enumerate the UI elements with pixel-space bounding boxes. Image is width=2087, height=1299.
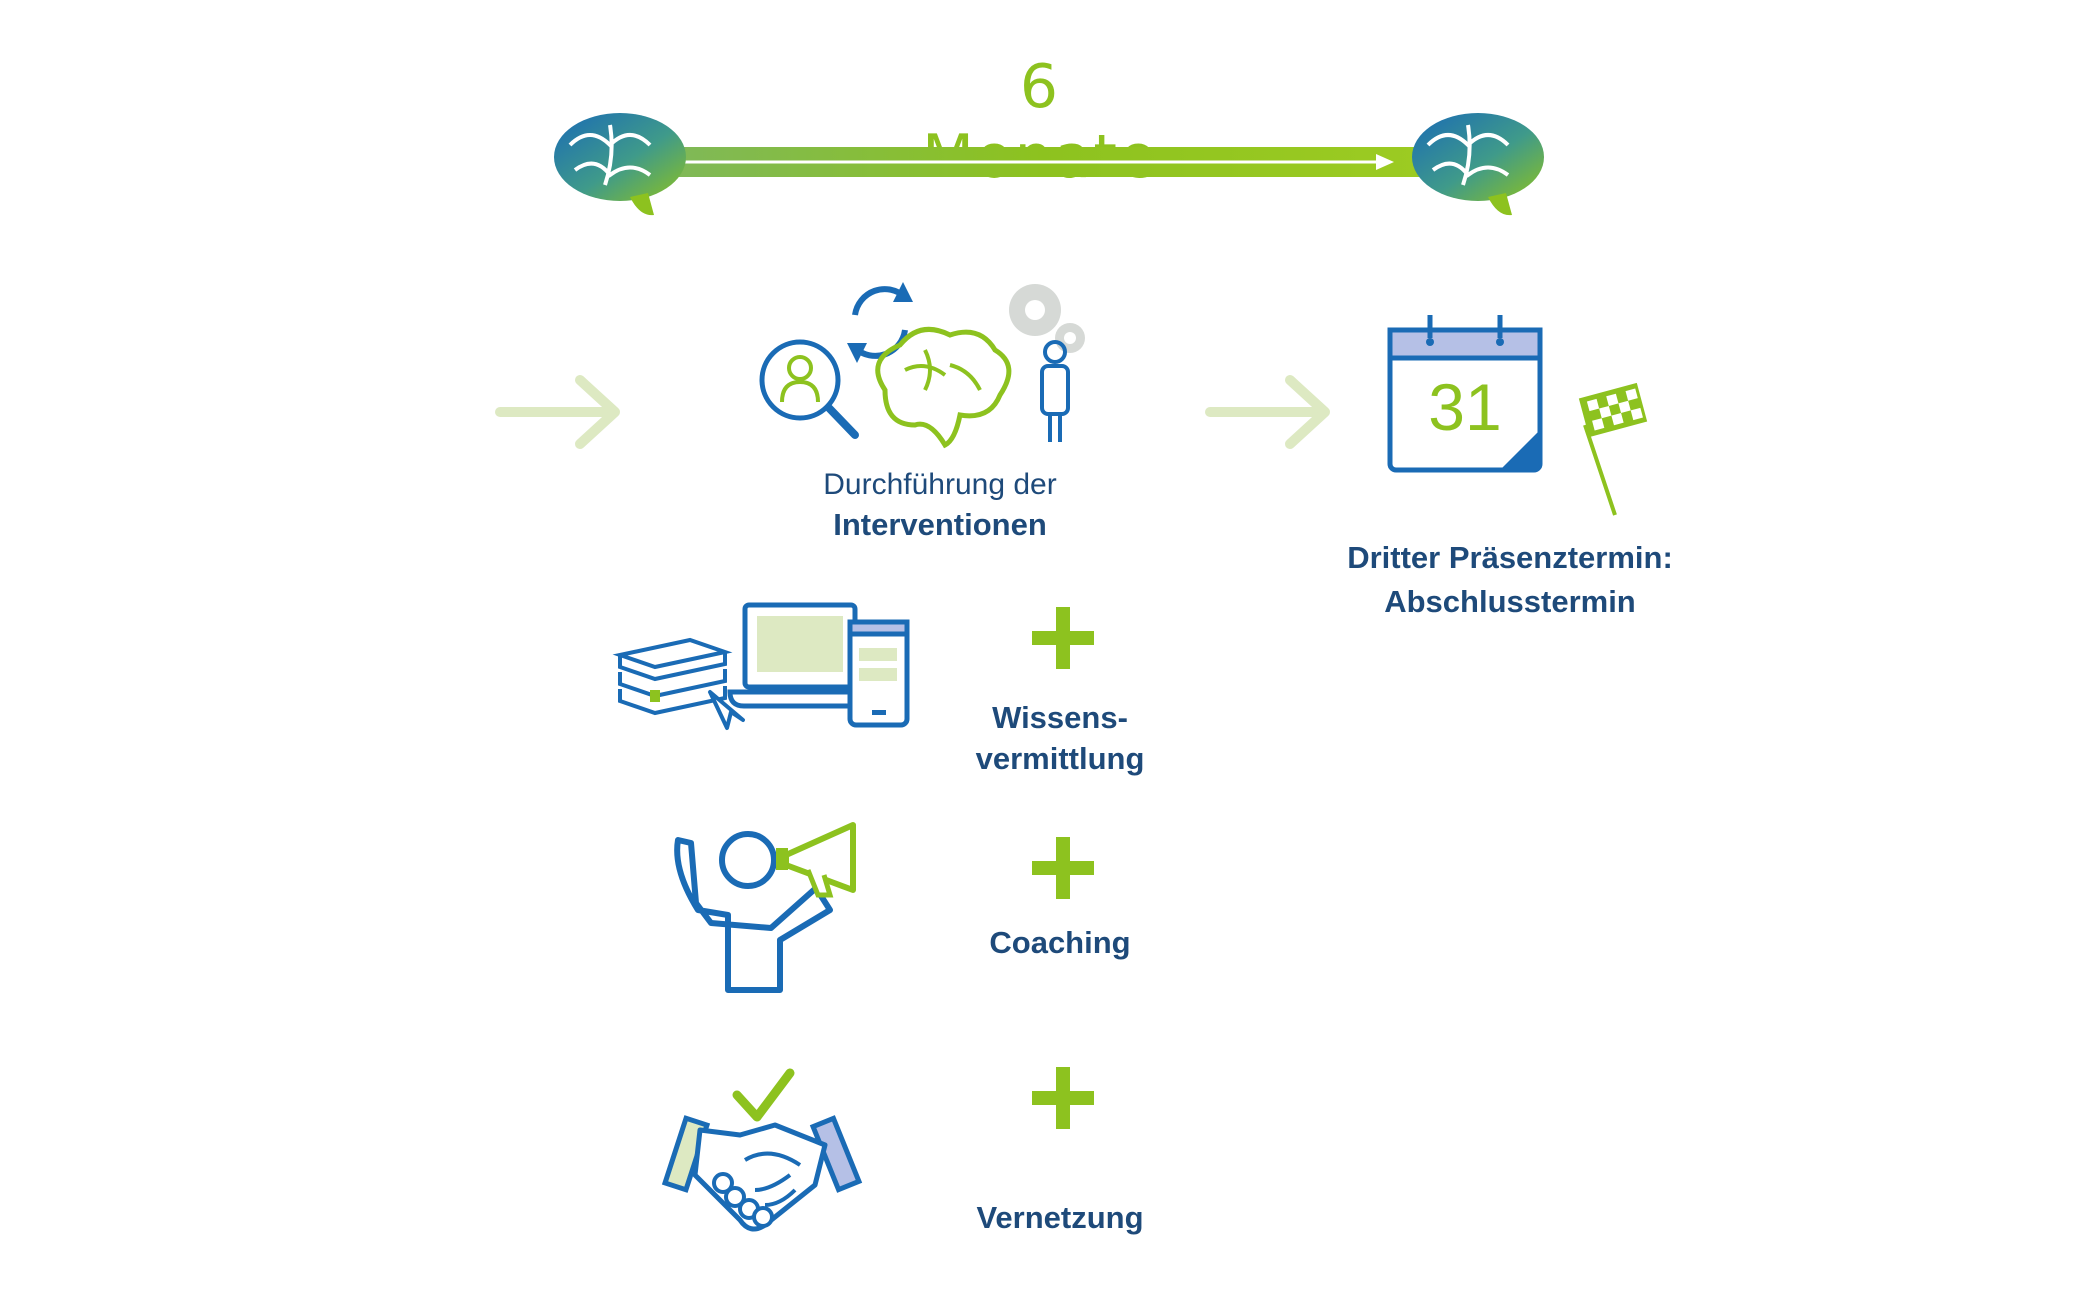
step-label-line1: Durchführung der <box>823 468 1057 501</box>
plus-icon <box>1032 607 1094 669</box>
component-label-3: Vernetzung <box>976 1200 1144 1235</box>
checkered-flag-icon <box>1578 382 1648 516</box>
brain-start-icon <box>554 113 686 216</box>
handshake-icon <box>661 1068 863 1232</box>
final-label-line2: Abschlusstermin <box>1384 584 1636 619</box>
final-label-line1: Dritter Präsenztermin: <box>1347 540 1673 575</box>
faded-arrow-right-icon <box>1205 375 1330 449</box>
plus-icon <box>1032 1067 1094 1129</box>
component-label-2: Coaching <box>989 925 1131 960</box>
calendar-day: 31 <box>1428 370 1501 444</box>
books-icon <box>612 637 733 716</box>
megaphone-icon <box>776 822 856 898</box>
intervention-icons <box>759 282 1085 449</box>
component-label-1b: vermittlung <box>975 741 1145 776</box>
gears-icon <box>1009 284 1085 353</box>
faded-arrow-left-icon <box>495 375 620 449</box>
megaphone-person-icon <box>674 822 856 993</box>
step-label-line2: Interventionen <box>833 507 1047 542</box>
standing-person-icon <box>1040 340 1070 442</box>
books-devices-icon <box>612 602 910 730</box>
cursor-icon <box>708 690 745 730</box>
timeline-bar <box>554 113 1544 216</box>
calendar-icon: 31 <box>1387 315 1648 516</box>
plus-icon <box>1032 837 1094 899</box>
checkmark-icon <box>732 1068 795 1122</box>
person-search-icon <box>759 339 859 439</box>
brain-outline-icon <box>875 326 1012 449</box>
refresh-icon <box>847 282 913 363</box>
smartphone-icon <box>847 619 910 728</box>
brain-end-icon <box>1412 113 1544 216</box>
component-label-1a: Wissens- <box>992 700 1128 735</box>
